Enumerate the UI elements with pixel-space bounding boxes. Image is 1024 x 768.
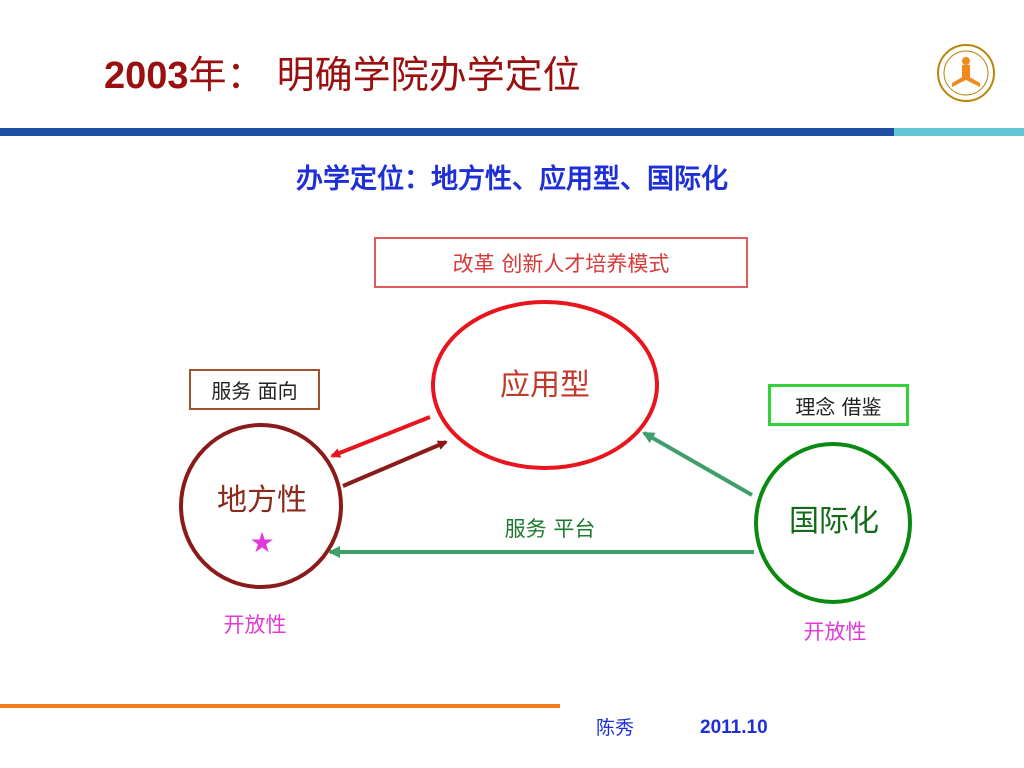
footer-date: 2011.10 [700,717,768,738]
node-applied-label: 应用型 [500,368,590,403]
openness-label-right: 开放性 [803,620,867,644]
node-applied-circle [431,300,659,470]
node-local-label: 地方性 [217,483,307,518]
footer-author: 陈秀 [596,717,635,739]
footer-divider [0,704,560,708]
service-face-box: 服务 面向 [189,369,320,410]
header-bar-blue [0,128,894,136]
school-logo [937,44,995,102]
reform-box: 改革 创新人才培养模式 [374,237,748,288]
arrow-applied-to-local [330,415,431,458]
header-bar-cyan [894,128,1024,136]
subtitle: 办学定位：地方性、应用型、国际化 [296,164,728,195]
arrow-international-to-applied [642,431,753,497]
concept-box: 理念 借鉴 [768,384,909,426]
node-local-circle [179,423,343,589]
star-icon: ★ [249,526,275,559]
title-text: 年： 明确学院办学定位 [188,53,581,97]
title-year: 2003 [104,55,189,97]
openness-label-left: 开放性 [223,613,287,637]
node-international-circle [754,442,912,604]
node-international-label: 国际化 [789,504,879,539]
arrow-local-to-applied [342,440,448,488]
service-platform-label: 服务 平台 [504,517,596,541]
page-title: 2003年： 明确学院办学定位 [104,50,581,101]
